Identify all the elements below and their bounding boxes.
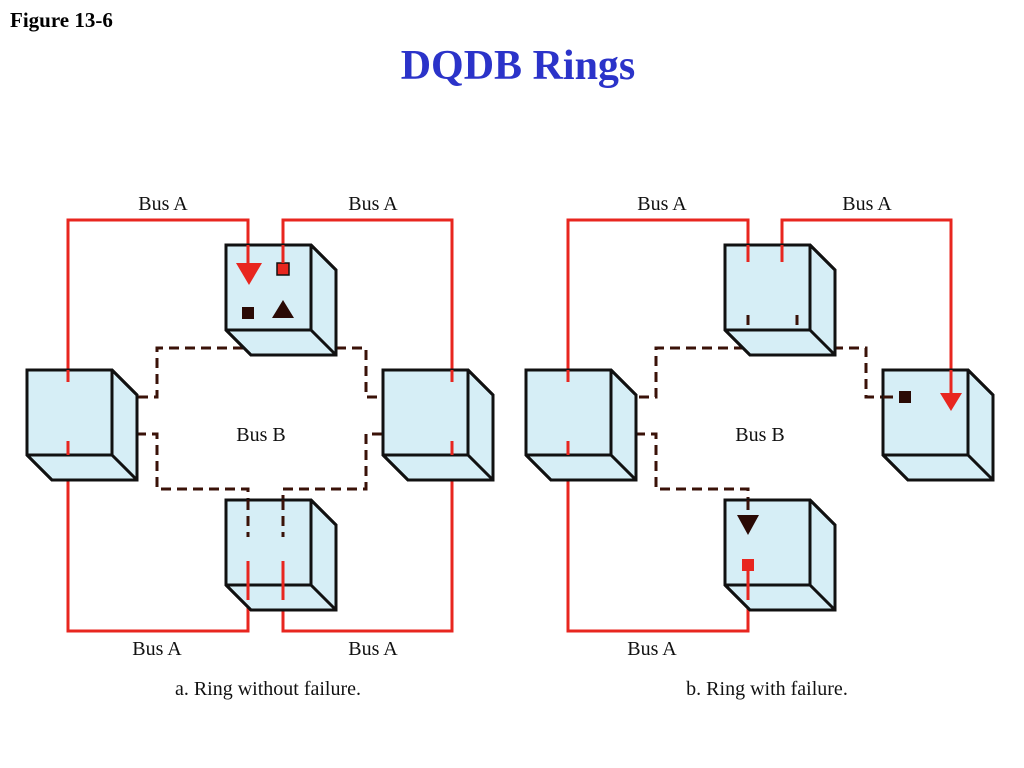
panel-a-bus-b-head-arrow xyxy=(272,300,294,318)
panel-b: Bus A Bus A Bus A Bus B b. Ring with fai… xyxy=(524,193,995,700)
slide-title: DQDB Rings xyxy=(400,43,636,89)
panel-a-bus-b-label: Bus B xyxy=(236,424,285,446)
panel-a-bus-a-head-arrow xyxy=(236,263,262,285)
panel-b-bus-a-label: Bus A xyxy=(842,193,892,215)
panel-a-bus-a-label: Bus A xyxy=(132,638,182,660)
panel-b-bus-b-label: Bus B xyxy=(735,424,784,446)
panel-b-bus-a-label: Bus A xyxy=(637,193,687,215)
panel-b-caption: b. Ring with failure. xyxy=(686,678,848,700)
panel-a-bus-b-terminator xyxy=(242,307,254,319)
figure-label: Figure 13-6 xyxy=(10,8,113,32)
panel-a-bus-a-terminator xyxy=(276,262,290,276)
panel-b-node-left xyxy=(524,368,638,482)
panel-a-node-left xyxy=(25,368,139,482)
panel-a-node-top xyxy=(224,243,338,357)
panel-b-bus-a-terminator xyxy=(742,559,754,571)
panel-b-bus-b-terminator xyxy=(899,391,911,403)
panel-a-caption: a. Ring without failure. xyxy=(175,678,361,700)
panel-a-bus-a-label: Bus A xyxy=(348,193,398,215)
panel-b-node-right xyxy=(881,368,995,482)
panel-a-bus-a-label: Bus A xyxy=(348,638,398,660)
panel-a-bus-a-label: Bus A xyxy=(138,193,188,215)
panel-a-node-bottom xyxy=(224,498,338,612)
panel-b-bus-a-label: Bus A xyxy=(627,638,677,660)
panel-a: Bus A Bus A Bus A Bus A Bus B a. Ring wi… xyxy=(25,193,495,700)
panel-b-bus-a-head-arrow xyxy=(940,393,962,411)
panel-a-node-right xyxy=(381,368,495,482)
panel-b-bus-b-head-arrow xyxy=(737,515,759,535)
panel-b-node-top xyxy=(723,243,837,357)
